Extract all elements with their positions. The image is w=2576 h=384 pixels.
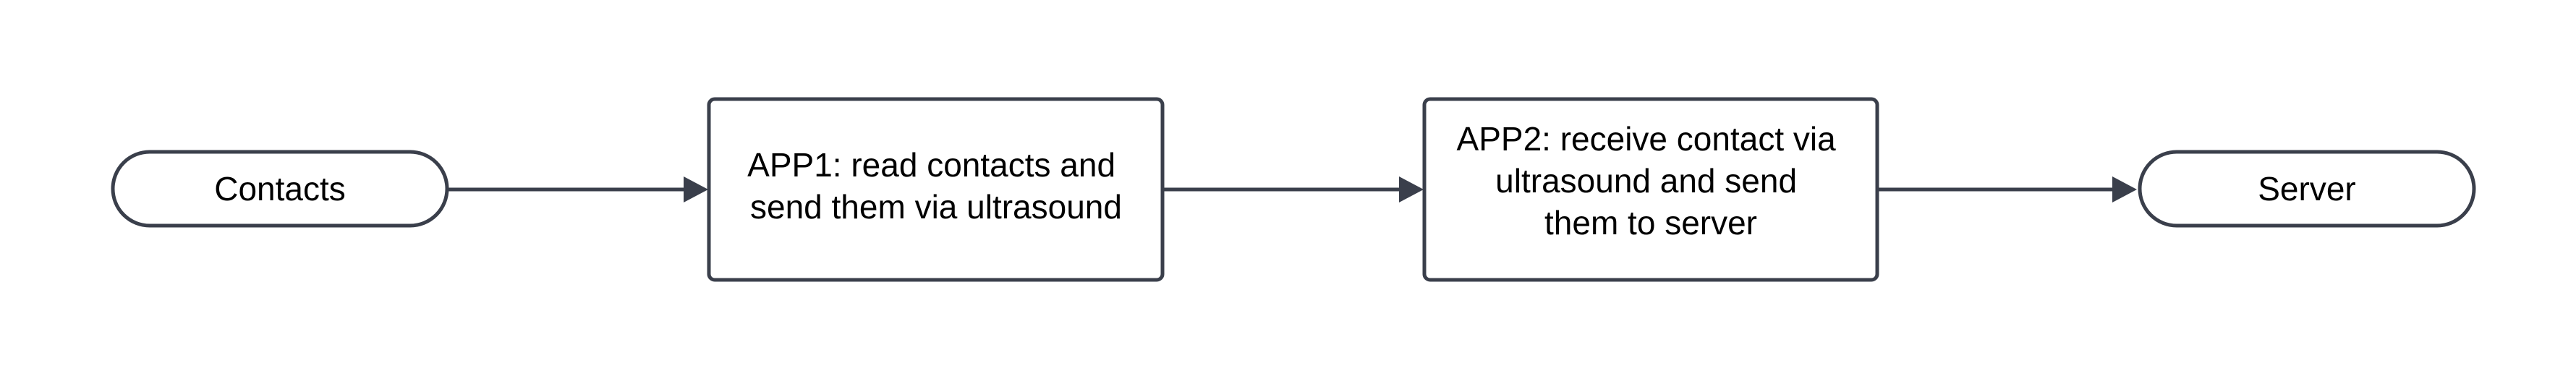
node-server-label: Server <box>2258 170 2355 208</box>
connectors <box>449 176 2137 202</box>
node-app1: APP1: read contacts and send them via ul… <box>707 97 1165 282</box>
node-app2-label: APP2: receive contact via ultrasound and… <box>1457 120 1845 242</box>
arrowhead-app2-to-server <box>2112 176 2137 202</box>
node-server: Server <box>2138 150 2476 228</box>
node-app2-line-3: them to server <box>1544 204 1757 242</box>
node-app1-shape <box>707 97 1165 282</box>
node-contacts-shape <box>111 150 449 228</box>
arrowhead-contacts-to-app1 <box>684 176 708 202</box>
node-app1-label: APP1: read contacts and send them via ul… <box>747 146 1125 226</box>
node-contacts: Contacts <box>111 150 449 228</box>
node-server-shape <box>2138 150 2476 228</box>
node-app2-line-1: APP2: receive contact via <box>1457 120 1837 158</box>
arrowhead-app1-to-app2 <box>1399 176 1424 202</box>
node-app1-line-2: send them via ultrasound <box>750 188 1122 226</box>
node-app2-shape <box>1422 97 1879 282</box>
node-app2-line-2: ultrasound and send <box>1495 162 1797 200</box>
node-app2: APP2: receive contact via ultrasound and… <box>1422 97 1879 282</box>
node-contacts-label: Contacts <box>214 170 346 208</box>
node-app1-line-1: APP1: read contacts and <box>747 146 1115 184</box>
